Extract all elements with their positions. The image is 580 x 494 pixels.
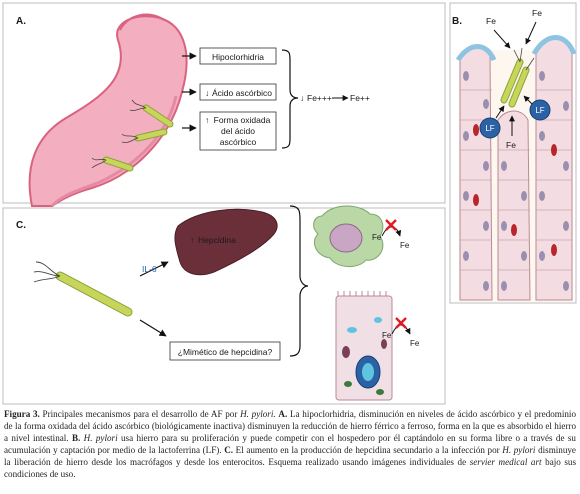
caption-ending: bajo sus condiciones de uso. [4,457,577,479]
bacteria-stomach [91,99,174,172]
fe-top-1: Fe [486,16,496,26]
il6-label: IL-6 [142,264,157,274]
block-x-macrophage [385,219,397,231]
fe-down-symbol: ↓ [300,93,304,103]
box-forma-oxidada-line2: del ácido [221,126,255,136]
down-arrow-symbol: ↓ [205,88,209,98]
box-acido-ascorbico-text: Ácido ascórbico [212,88,272,98]
box-forma-oxidada-line3: ascórbico [220,137,257,147]
hepcidina-up-symbol: ↑ [190,235,194,245]
figure-caption: Figura 3. Principales mecanismos para el… [4,408,576,480]
fe-enterocyte-arrow [391,324,411,335]
caption-intro: Principales mecanismos para el desarroll… [42,409,238,419]
liver [174,208,278,276]
box-hipoclorhidria-text: Hipoclorhidria [212,52,264,62]
figure-canvas: A. Hipoclorhidria ↓ Ácido ascórbico ↑ Fo… [2,2,577,405]
fe-reduction: ↓ Fe+++ Fe++ [300,93,370,103]
panel-a-bracket [281,49,299,149]
fe-top-1-arrow [493,29,511,49]
lf-left-arrow [495,105,505,119]
caption-b-text: usa hierro para su proliferación y puede… [4,433,576,455]
caption-species: H. pylori. [240,409,276,419]
lf-left-text: LF [485,124,494,133]
panel-c-label: C. [16,220,26,231]
caption-c-text: El aumento en la producción de hepcidina… [235,445,500,455]
fe-bottom: Fe [506,140,516,150]
box-hipoclorhidria [199,47,277,65]
panel-a-label: A. [16,16,26,27]
lactoferrin-left [479,117,501,139]
panel-c-bracket [289,205,309,357]
box-forma-oxidada-line1: Forma oxidada [214,115,271,125]
caption-figure-label: Figura 3. [4,409,40,419]
fe-top-2-arrow [525,21,537,45]
caption-a-label: A. [278,409,288,419]
bacterium-c [33,261,133,317]
il6-arrow [139,261,169,277]
fe-macrophage: Fe [372,233,382,242]
fe-enterocyte-out: Fe [410,339,420,348]
mimetico-box [169,341,281,361]
caption-b-label: B. [71,433,81,443]
fe-to: Fe++ [350,93,370,103]
caption-b-species: H. pylori [83,433,118,443]
caption-c-label: C. [224,445,234,455]
block-x-enterocyte [395,317,407,329]
macrophage [313,205,384,267]
caption-a-text: La hipoclorhidria, disminución en nivele… [4,409,577,443]
caption-servier: servier medical art [469,457,542,467]
box-acido-ascorbico [199,83,277,101]
fe-from: Fe+++ [307,93,332,103]
panel-b-label: B. [452,16,462,27]
fe-macrophage-out: Fe [400,241,410,250]
caption-c-text2: disminuye la liberación de hierro desde … [4,445,576,467]
lactoferrin-right [529,99,551,121]
mimetic-arrow [139,319,167,337]
box-forma-oxidada [199,111,277,151]
lf-right-text: LF [535,106,544,115]
up-arrow-symbol: ↑ [205,115,209,125]
panel-a-arrows [182,52,197,132]
hepcidina-label: Hepcidina [198,235,236,245]
mimetico-label: ¿Mimético de hepcidina? [178,347,273,357]
fe-top-2: Fe [532,8,542,18]
fe-enterocyte: Fe [382,331,392,340]
lf-right-arrow [523,95,533,105]
enterocyte [335,291,393,401]
caption-c-species: H. pylori [502,445,536,455]
bacteria-villi [500,47,535,108]
